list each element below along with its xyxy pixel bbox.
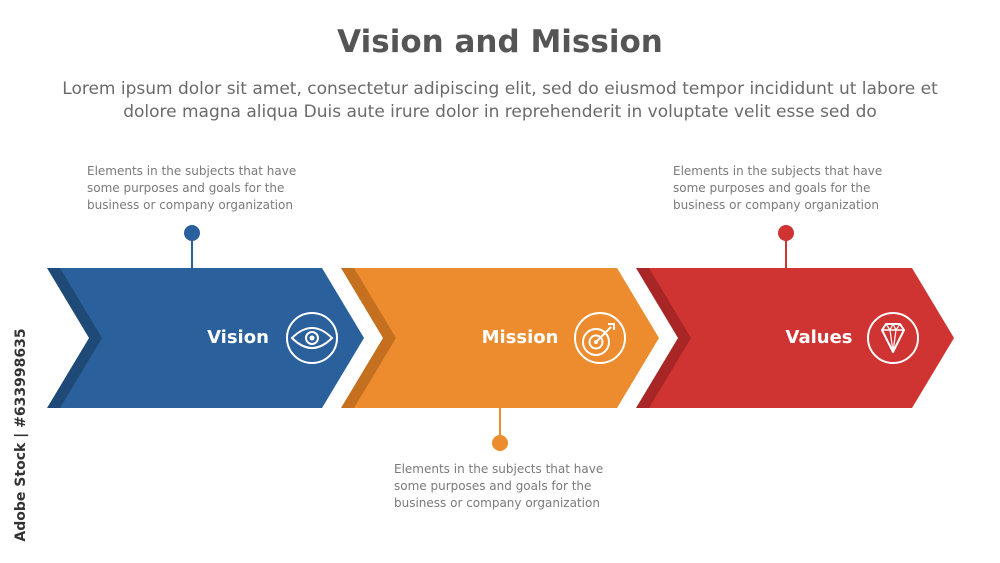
- vision-arrow: [60, 268, 364, 408]
- values-pin-dot: [778, 225, 794, 241]
- values-arrow: [649, 268, 954, 408]
- diamond-icon: [867, 312, 919, 364]
- page-subtitle: Lorem ipsum dolor sit amet, consectetur …: [62, 79, 938, 122]
- page-title: Vision and Mission: [337, 24, 663, 60]
- mission-pin-dot: [492, 435, 508, 451]
- values-label: Values: [786, 327, 853, 348]
- stock-watermark: Adobe Stock | #633998635: [13, 328, 29, 542]
- vision-pin-dot: [184, 225, 200, 241]
- target-icon: [574, 312, 626, 364]
- values-description: Elements in the subjects that have some …: [673, 164, 883, 212]
- vision-step: Vision: [47, 225, 364, 408]
- eye-icon: [286, 312, 338, 364]
- vision-label: Vision: [207, 327, 269, 348]
- mission-description: Elements in the subjects that have some …: [394, 462, 604, 510]
- values-step: Values: [636, 225, 954, 408]
- mission-arrow: [354, 268, 659, 408]
- mission-step: Mission: [341, 268, 659, 451]
- mission-label: Mission: [482, 327, 559, 348]
- vision-description: Elements in the subjects that have some …: [87, 164, 297, 212]
